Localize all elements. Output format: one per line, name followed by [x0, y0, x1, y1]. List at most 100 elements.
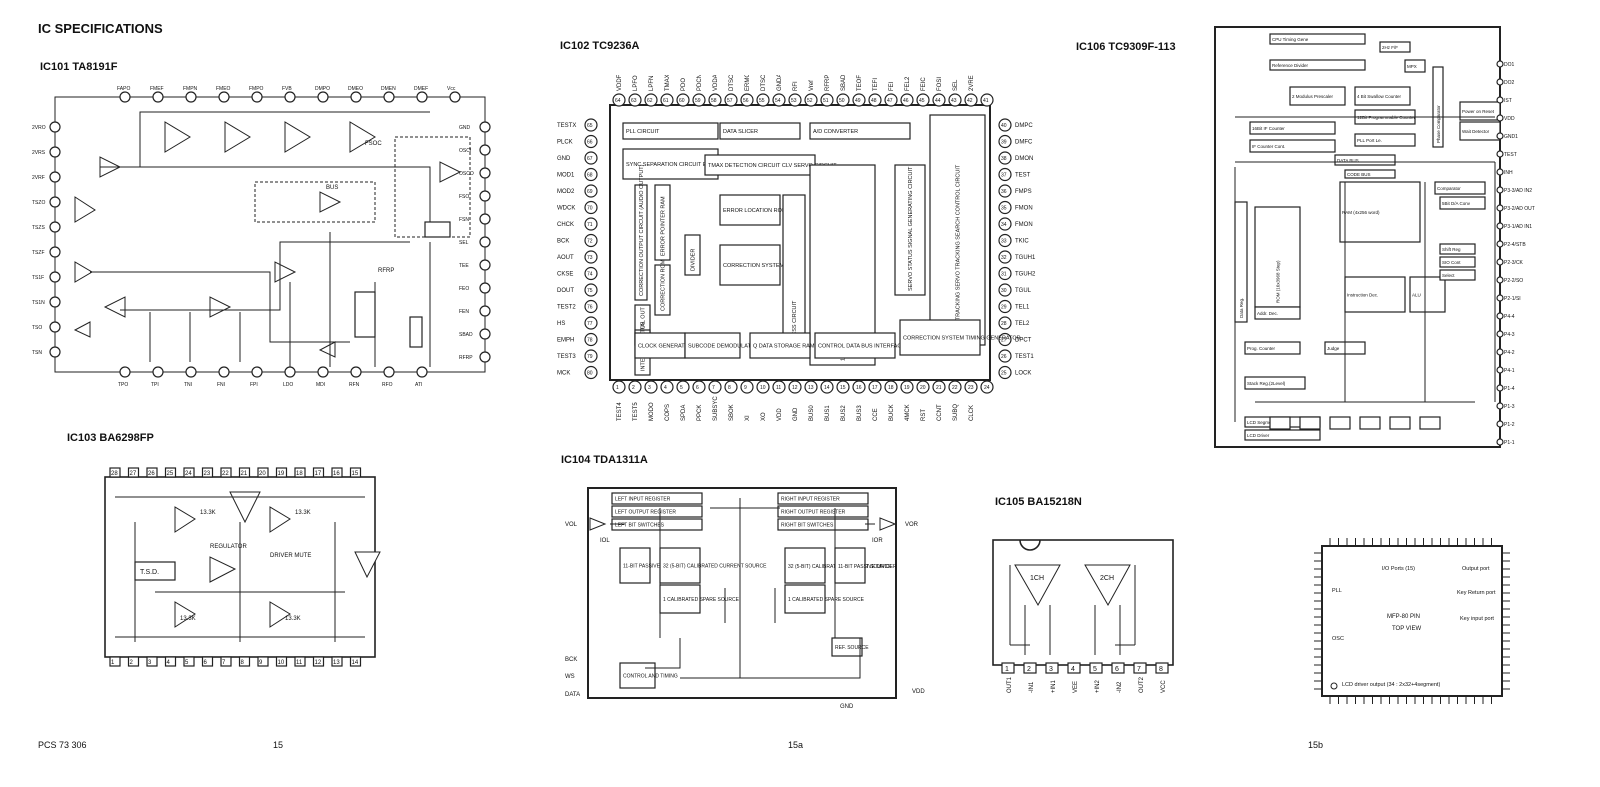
pin-label: CCNT	[937, 404, 943, 421]
svg-text:13.3K: 13.3K	[200, 510, 216, 516]
block-label: CONTROL DATA BUS INTERFACE	[818, 344, 905, 350]
pin-label: MODO	[649, 402, 655, 421]
ic102-block	[654, 264, 671, 316]
pin-box	[1023, 662, 1037, 674]
pin-label: FMON	[1015, 206, 1033, 212]
pin-number: 14	[824, 385, 830, 391]
block-label: CODE BUS	[1347, 172, 1371, 177]
block-label: 11-BIT PASSIVE DIVIDER	[838, 564, 897, 570]
pin-circle	[644, 380, 658, 394]
pin-number: 9	[259, 660, 263, 666]
pin-circle	[479, 121, 491, 133]
block-label: A/D CONVERTER	[813, 129, 858, 135]
ic102-block	[814, 332, 896, 359]
pin-box	[312, 656, 325, 667]
pin-number: 8	[1159, 666, 1163, 673]
pin-number: 26	[148, 471, 155, 477]
ic106-block	[1244, 341, 1301, 355]
block-label: SIO Cont	[1442, 260, 1461, 265]
pin-box	[349, 656, 362, 667]
ic105-title: IC105 BA15218N	[995, 496, 1082, 508]
pin-number: 10	[278, 660, 285, 666]
package-label: I/O Ports (15)	[1382, 566, 1415, 572]
pin-circle	[998, 118, 1012, 132]
pin-label: DO1	[1504, 62, 1515, 68]
block-label: PLL CIRCUIT	[626, 129, 660, 135]
pin-circle	[152, 91, 164, 103]
pin-label: FSO	[459, 194, 469, 200]
ic106-block	[1254, 206, 1301, 308]
pin-circle	[317, 366, 329, 378]
pin-box	[201, 467, 214, 478]
pin-label: EMPH	[557, 338, 574, 344]
pin-number: 24	[185, 471, 192, 477]
block-label: IF Counter Cont.	[1252, 144, 1285, 149]
block-label: FOCUS/TRACKING SERVO TRACKING SEARCH CON…	[956, 164, 962, 341]
block-label: Q DATA STORAGE RAM	[753, 344, 815, 350]
ic102-title: IC102 TC9236A	[560, 40, 640, 52]
pin-circle	[1496, 384, 1504, 392]
ic102-diagram: 64VDDF63LPFO62LPFN61TMAX60PDO59PDCNT58VD…	[557, 75, 1036, 421]
pin-number: 25	[1001, 371, 1007, 377]
pin-number: 17	[315, 471, 322, 477]
pin-circle	[820, 380, 834, 394]
block-label: LEFT OUTPUT REGISTER	[615, 510, 676, 516]
pin-number: 55	[759, 98, 765, 104]
pin-number: 62	[647, 98, 653, 104]
pin-circle	[49, 271, 61, 283]
pin-number: 10	[760, 385, 766, 391]
pin-number: 8	[241, 660, 245, 666]
ic102-block	[684, 234, 701, 276]
pin-label: TS1F	[32, 275, 44, 281]
ic106-block	[1334, 154, 1396, 166]
block-label: RIGHT BIT SWITCHES	[781, 523, 834, 529]
pin-circle	[820, 93, 834, 107]
pin-circle	[998, 200, 1012, 215]
block-label: SUBCODE DEMODULATION	[688, 344, 761, 350]
pin-label: TMAX	[665, 75, 671, 91]
ic102-block	[899, 319, 981, 356]
pin-circle	[708, 93, 722, 107]
pin-label: TPI	[151, 382, 159, 388]
rfdet-block	[409, 316, 423, 348]
pin-circle	[916, 93, 930, 107]
pin-label: IOL	[600, 538, 610, 544]
pin-box	[312, 467, 325, 478]
pin-label: OUT1	[1007, 676, 1013, 693]
pin-circle	[756, 380, 770, 394]
pin-circle	[350, 366, 362, 378]
block-label: RIGHT INPUT REGISTER	[781, 497, 840, 503]
pin-circle	[772, 93, 786, 107]
pin-circle	[251, 366, 263, 378]
pin-box	[1067, 662, 1081, 674]
pin-number: 22	[952, 385, 958, 391]
ic102-block	[929, 114, 986, 346]
pin-number: 56	[743, 98, 749, 104]
pin-label: TEOF	[857, 75, 863, 91]
pin-circle	[350, 91, 362, 103]
ic104-block	[784, 584, 826, 614]
pin-label: TEFI	[873, 78, 879, 91]
pin-circle	[708, 380, 722, 394]
rf-amp-icon	[318, 341, 336, 358]
pin-box	[275, 467, 288, 478]
pin-number: 49	[855, 98, 861, 104]
pin-circle	[804, 380, 818, 394]
pin-label: -IN2	[1117, 681, 1123, 693]
ic106-block	[1439, 269, 1476, 281]
block-label: MPX	[1407, 64, 1417, 69]
pin-circle	[676, 93, 690, 107]
pin-label: ERMO	[745, 75, 751, 91]
pin-label: OSCO	[459, 171, 474, 177]
pin-number: 18	[888, 385, 894, 391]
latch-block	[1269, 416, 1291, 430]
fe-amp-icon	[274, 261, 297, 283]
block-label: CORRECTION SYSTEM ALU	[723, 263, 796, 269]
pin-circle	[479, 328, 491, 340]
ic104-block	[831, 637, 863, 657]
svg-text:BUS: BUS	[326, 185, 338, 191]
pin-number: 31	[1001, 272, 1007, 278]
